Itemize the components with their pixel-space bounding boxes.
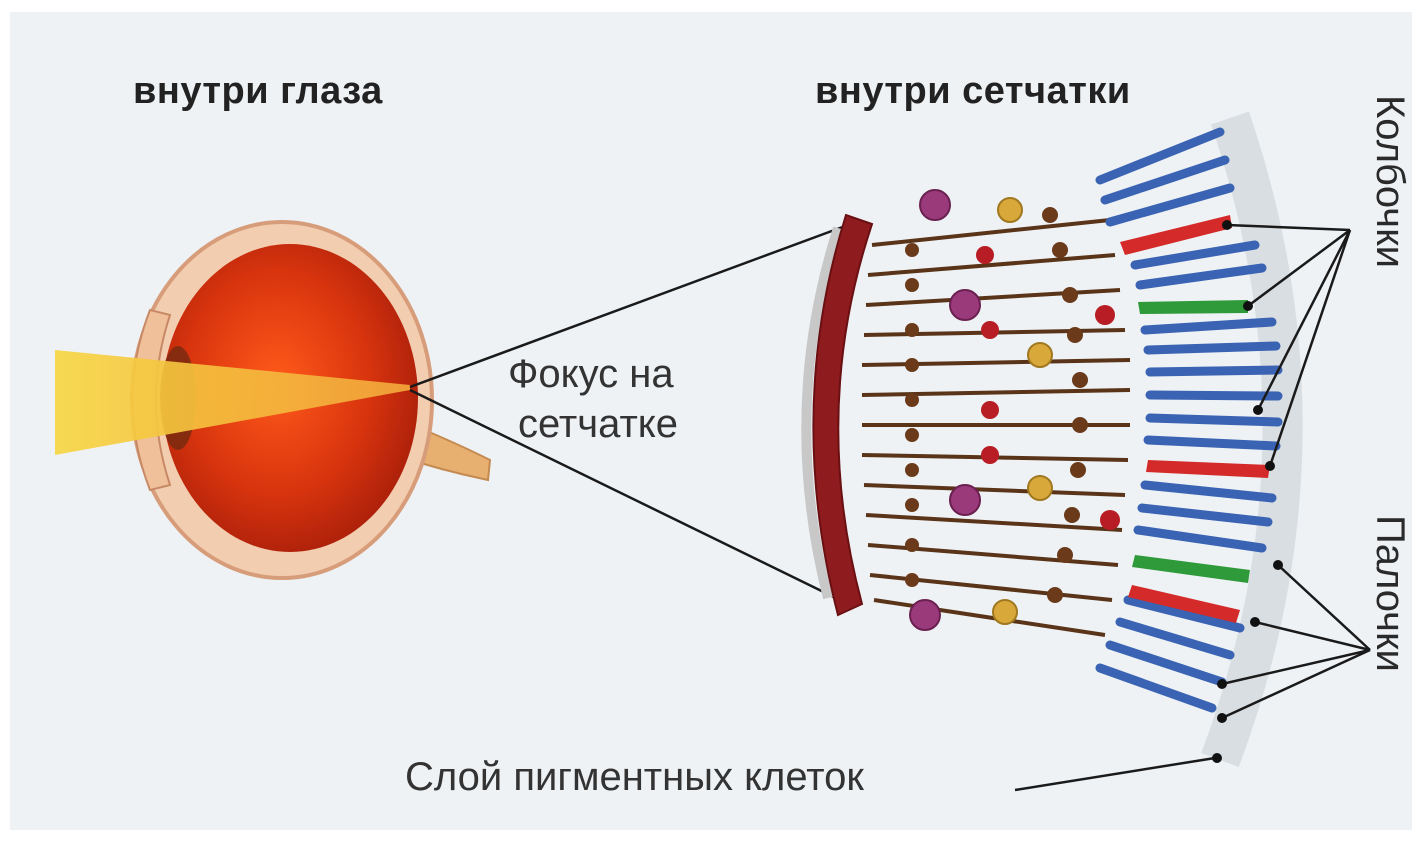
heading-inside-retina: внутри сетчатки — [815, 70, 1131, 113]
focus-label-line1: Фокус на — [508, 352, 674, 397]
retina-cross-section — [806, 118, 1370, 790]
ganglion-cell — [910, 600, 940, 630]
ganglion-cell — [950, 485, 980, 515]
pigment-layer-label: Слой пигментных клеток — [405, 755, 864, 800]
pigment-layer-band — [1220, 118, 1283, 760]
heading-inside-eye: внутри глаза — [133, 70, 383, 113]
pigment-pointer-line — [1015, 758, 1215, 790]
eyeball-illustration — [55, 222, 490, 578]
ganglion-cell — [920, 190, 950, 220]
ganglion-cell — [950, 290, 980, 320]
rods-label: Палочки — [1367, 515, 1412, 672]
cones-label: Колбочки — [1367, 95, 1412, 268]
focus-label-line2: сетчатке — [518, 402, 678, 447]
